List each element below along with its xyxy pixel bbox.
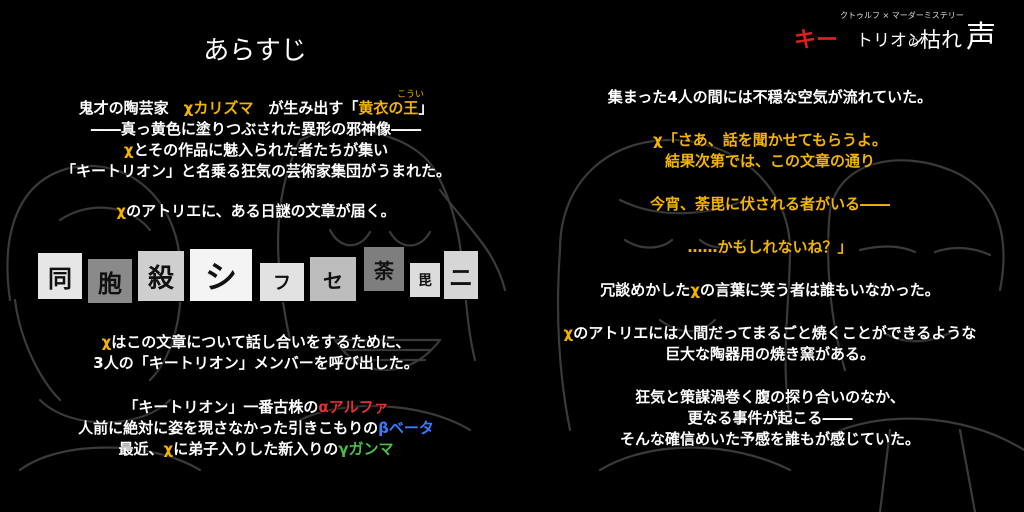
text-segment: に弟子入りした新入りの (173, 440, 339, 458)
chi-dialogue-line: 結果次第では、この文章の通り (664, 152, 875, 170)
synopsis-line: χのアトリエに、ある日謎の文章が届く。 (6, 201, 506, 222)
logo-torion: トリオン (856, 31, 924, 51)
text-segment: とその作品に魅入られた者たちが集い (133, 141, 389, 159)
message-tile: フ (260, 263, 304, 301)
message-tile: 殺 (138, 251, 184, 301)
synopsis-line: 冗談めかしたχの言葉に笑う者は誰もいなかった。 (520, 280, 1020, 301)
page-title: あらすじ (203, 36, 307, 66)
text-segment: のアトリエに、ある日謎の文章が届く。 (126, 202, 396, 220)
synopsis-line: 3人の「キートリオン」メンバーを呼び出した。 (93, 354, 419, 372)
character-name-gamma: γガンマ (338, 440, 394, 458)
message-tile: セ (310, 257, 356, 301)
logo-no: の (908, 36, 919, 49)
character-name-chi: χカリズマ (183, 99, 254, 117)
synopsis-line: χとその作品に魅入られた者たちが集い (6, 140, 506, 161)
synopsis-left-upper: 鬼才の陶芸家 χカリズマ が生み出す「黄衣の王」 ――真っ黄色に塗りつぶされた異… (6, 98, 506, 222)
synopsis-line: χはこの文章について話し合いをするために、 (6, 332, 506, 353)
ruby-koui: こうい (397, 90, 425, 100)
message-tile: 同 (38, 253, 82, 299)
synopsis-line: 集まった4人の間には不穏な空気が流れていた。 (607, 88, 933, 106)
text-segment: 最近、 (118, 440, 164, 458)
text-segment: 冗談めかした (600, 281, 691, 299)
synopsis-line: 狂気と策謀渦巻く腹の探り合いのなか、 (635, 388, 905, 406)
text-segment: 」 (418, 99, 434, 117)
message-tile: 胞 (88, 259, 132, 303)
logo-koe: 声 (966, 20, 996, 55)
character-name-chi: χ (163, 440, 174, 458)
logo-kare: 枯れ (920, 28, 962, 52)
message-tile: 毘 (410, 263, 440, 297)
synopsis-line: 巨大な陶器用の焼き窯がある。 (664, 345, 875, 363)
chi-dialogue-line: ……かもしれないね？」 (687, 238, 853, 256)
synopsis-line: 「キートリオン」と名乗る狂気の芸術家集団がうまれた。 (60, 162, 451, 180)
logo-subtitle: クトゥルフ × マーダーミステリー (840, 11, 964, 20)
character-name-chi: χ (563, 324, 574, 342)
synopsis-line: そんな確信めいた予感を誰もが感じていた。 (619, 430, 920, 448)
character-name-chi: χ (101, 333, 112, 351)
synopsis-line: 最近、χに弟子入りした新入りのγガンマ (6, 439, 506, 460)
synopsis-line: 鬼才の陶芸家 χカリズマ が生み出す「黄衣の王」 (6, 98, 506, 119)
chi-dialogue-line: χ「さあ、話を聞かせてもらうよ。 (653, 131, 887, 149)
yellow-king-name: 黄衣の王 (358, 99, 419, 117)
chi-dialogue-line: 今宵、荼毘に伏される者がいる―― (649, 195, 890, 213)
text-segment: 人前に絶対に姿を現さなかった引きこもりの (78, 419, 379, 437)
character-name-beta: βベータ (378, 419, 434, 437)
mysterious-message: 同 胞 殺 シ フ セ 荼 毘 ニ (38, 245, 478, 305)
character-name-chi: χ (123, 141, 134, 159)
text-segment: が生み出す「 (253, 99, 359, 117)
character-name-chi: χ (116, 202, 127, 220)
text-segment: 「キートリオン」一番古株の (123, 398, 319, 416)
game-logo: クトゥルフ × マーダーミステリー キー トリオン の 枯れ 声 (794, 8, 1004, 55)
synopsis-right: 集まった4人の間には不穏な空気が流れていた。 χ「さあ、話を聞かせてもらうよ。 … (520, 87, 1020, 450)
message-tile: シ (190, 249, 252, 301)
logo-ki: キー (794, 28, 839, 53)
text-segment: 鬼才の陶芸家 (78, 99, 184, 117)
character-name-alpha: αアルファ (318, 398, 389, 416)
text-segment: はこの文章について話し合いをするために、 (111, 333, 411, 351)
message-tile: ニ (444, 251, 478, 299)
message-tile: 荼 (364, 247, 404, 291)
synopsis-line: χのアトリエには人間だってまるごと焼くことができるような (520, 323, 1020, 344)
synopsis-line: 人前に絶対に姿を現さなかった引きこもりのβベータ (6, 418, 506, 439)
synopsis-line: 更なる事件が起こる―― (687, 409, 853, 427)
character-name-chi: χ (690, 281, 700, 299)
synopsis-line: 「キートリオン」一番古株のαアルファ (6, 397, 506, 418)
text-segment: の言葉に笑う者は誰もいなかった。 (700, 281, 940, 299)
synopsis-line: ――真っ黄色に塗りつぶされた異形の邪神像―― (90, 120, 422, 138)
synopsis-left-lower: χはこの文章について話し合いをするために、 3人の「キートリオン」メンバーを呼び… (6, 332, 506, 460)
text-segment: のアトリエには人間だってまるごと焼くことができるような (573, 324, 977, 342)
